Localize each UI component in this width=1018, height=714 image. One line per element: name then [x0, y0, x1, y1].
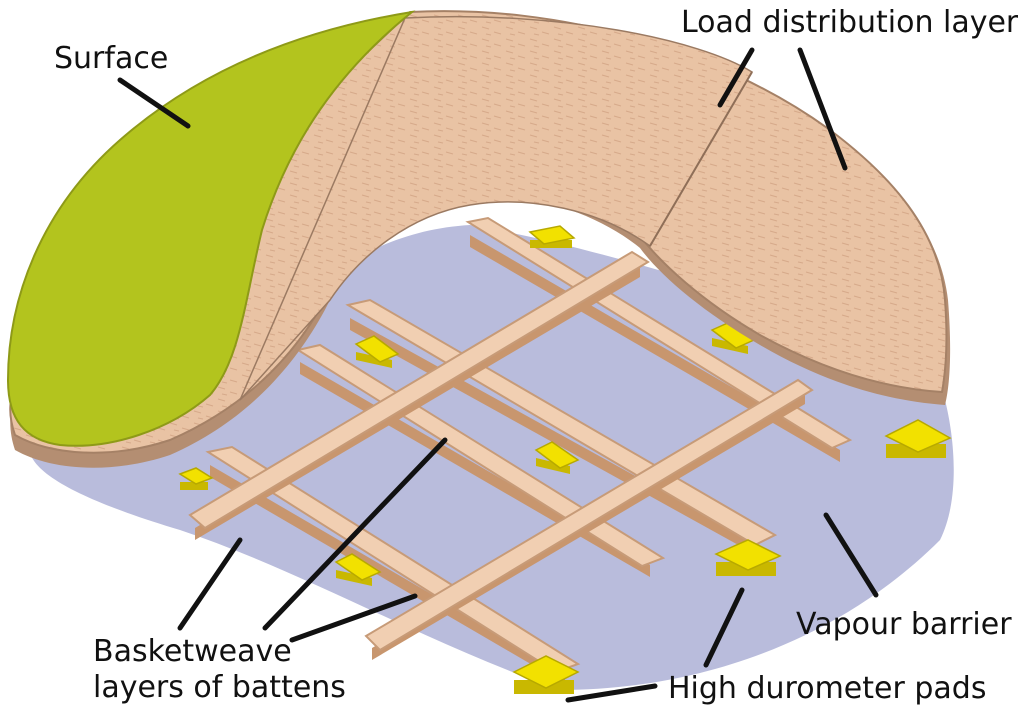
label-load-distribution: Load distribution layers: [681, 5, 1018, 40]
leader-load-2: [797, 47, 848, 171]
upper-batten-layer: [188, 250, 814, 660]
batten: [465, 216, 853, 462]
pad-icon: [534, 441, 580, 474]
pad-icon: [714, 539, 782, 576]
leader-battens-3: [289, 593, 418, 643]
pad-icon: [528, 225, 576, 248]
leader-lines: [117, 47, 879, 703]
pads-group: [178, 225, 952, 694]
pad-icon: [884, 419, 952, 458]
leader-load-1: [717, 47, 755, 108]
label-high-durometer-pads: High durometer pads: [668, 671, 986, 706]
pad-icon: [354, 335, 400, 368]
pad-icon: [512, 655, 580, 694]
leader-battens-2: [262, 437, 448, 631]
label-surface: Surface: [54, 41, 168, 76]
surface-layer: [6, 10, 416, 447]
leader-pads-2: [565, 683, 658, 703]
load-distribution-layers: [9, 10, 951, 468]
leader-vapour: [823, 512, 879, 598]
leader-pads-1: [703, 587, 745, 668]
pad-icon: [334, 553, 382, 586]
leader-battens-1: [177, 537, 243, 631]
label-basketweave-line2: layers of battens: [93, 670, 346, 705]
batten: [188, 250, 650, 540]
pad-icon: [178, 467, 214, 490]
batten: [364, 378, 814, 660]
leader-surface: [117, 77, 191, 129]
label-basketweave-line1: Basketweave: [93, 634, 292, 669]
label-vapour-barrier: Vapour barrier: [796, 607, 1012, 642]
